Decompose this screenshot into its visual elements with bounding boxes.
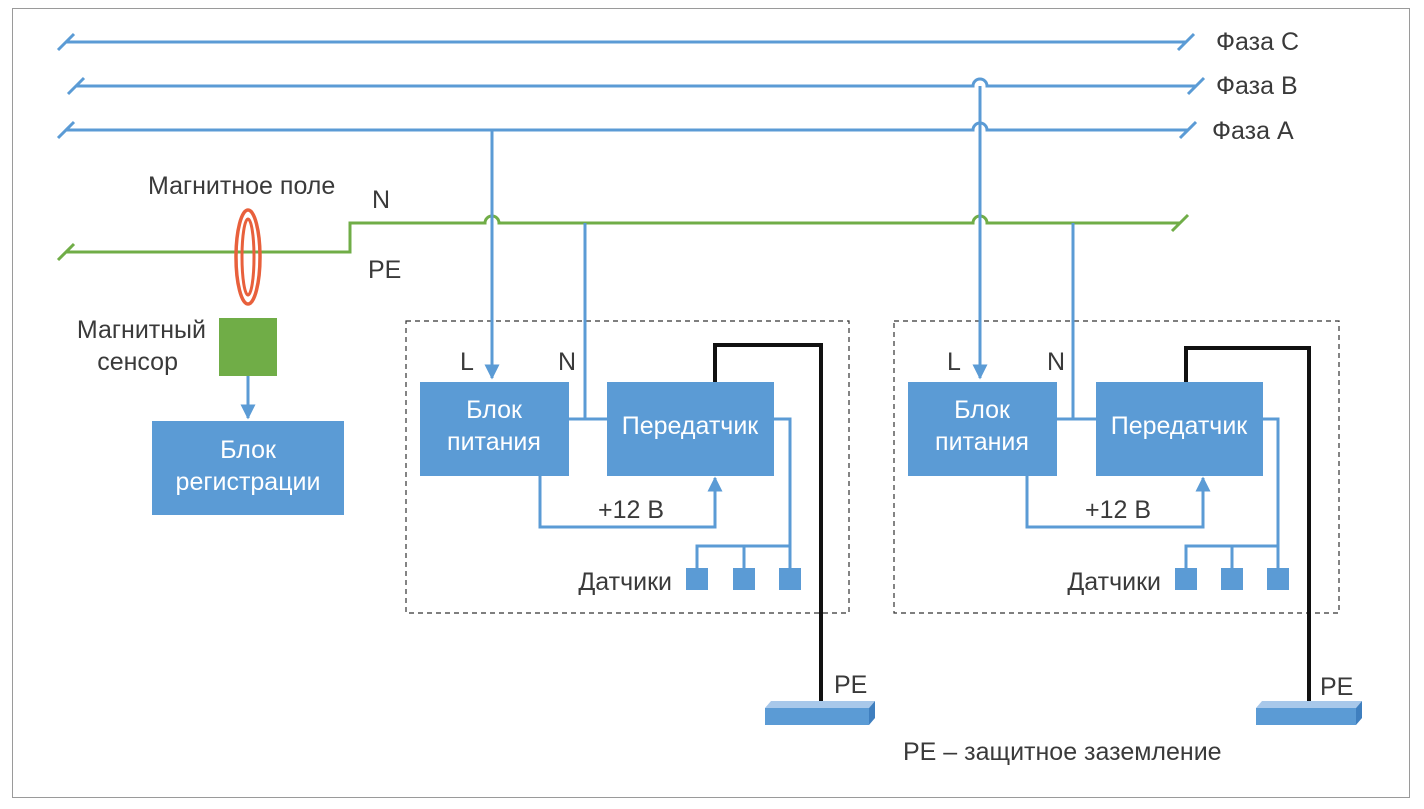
phase-c-label: Фаза С — [1216, 28, 1299, 56]
phase-c-line — [56, 32, 1196, 52]
unit-1-transmitter — [607, 382, 774, 476]
unit-2-transmitter — [1096, 382, 1263, 476]
pe-legend: PE – защитное заземление — [903, 738, 1222, 766]
phase-a-label: Фаза А — [1212, 117, 1294, 145]
diagram-frame — [12, 8, 1410, 798]
unit-2-l-label: L — [947, 348, 961, 376]
unit-1-ground-wire — [713, 343, 823, 708]
unit-1-sensor-2 — [733, 568, 755, 590]
magnetic-field-label: Магнитное поле — [148, 172, 335, 200]
registration-block-label-1: Блок — [220, 436, 277, 464]
unit-2-sensor-1 — [1175, 568, 1197, 590]
unit-1-transmitter-label: Передатчик — [622, 412, 760, 440]
unit-2-power-label-2: питания — [935, 428, 1029, 456]
unit-2-voltage-label: +12 В — [1085, 496, 1151, 524]
phase-a-line — [56, 120, 1198, 140]
unit-1-sensor-3 — [779, 568, 801, 590]
unit-1-pe-label: PE — [834, 671, 867, 699]
magnetic-coil — [234, 208, 262, 306]
neutral-line — [56, 213, 1190, 262]
unit-1-ground-bar — [765, 701, 875, 725]
unit-2-12v-wire — [1025, 476, 1211, 529]
unit-2-power-label-1: Блок — [954, 396, 1011, 424]
unit-1-power-label-1: Блок — [466, 396, 523, 424]
unit-2-ground-bar — [1256, 701, 1362, 725]
unit-2-power-block — [908, 382, 1057, 476]
unit-2-enclosure — [893, 320, 1340, 614]
registration-block-label-2: регистрации — [176, 468, 321, 496]
registration-block — [152, 421, 344, 515]
unit-1-voltage-label: +12 В — [598, 496, 664, 524]
unit-1-sensor-1 — [686, 568, 708, 590]
phase-b-label: Фаза В — [1216, 72, 1298, 100]
magnetic-sensor — [219, 318, 277, 376]
magnetic-sensor-label-2: сенсор — [97, 348, 178, 376]
unit-1-l-label: L — [460, 348, 474, 376]
unit-1-power-label-2: питания — [447, 428, 541, 456]
unit-2-sensor-3 — [1267, 568, 1289, 590]
unit-2-transmitter-label: Передатчик — [1111, 412, 1249, 440]
magnetic-sensor-label-1: Магнитный — [77, 316, 206, 344]
unit-1-n-label: N — [558, 348, 576, 376]
unit-1-enclosure — [405, 320, 850, 614]
unit-1-sensors-label: Датчики — [578, 568, 672, 596]
unit-2-sensor-2 — [1221, 568, 1243, 590]
unit-1: L N Блок питания Передатчик +12 В Датчик… — [405, 130, 875, 725]
pe-label-main: PE — [368, 256, 401, 284]
unit-2-ground-wire — [1184, 346, 1311, 708]
unit-2-pe-label: PE — [1320, 673, 1353, 701]
unit-1-power-block — [420, 382, 569, 476]
unit-2-n-label: N — [1047, 348, 1065, 376]
unit-1-12v-wire — [538, 476, 723, 529]
neutral-label: N — [372, 186, 390, 214]
phase-b-line — [66, 76, 1206, 96]
unit-2-sensors-label: Датчики — [1067, 568, 1161, 596]
unit-2: L N Блок питания Передатчик +12 В Датчик… — [893, 86, 1362, 725]
